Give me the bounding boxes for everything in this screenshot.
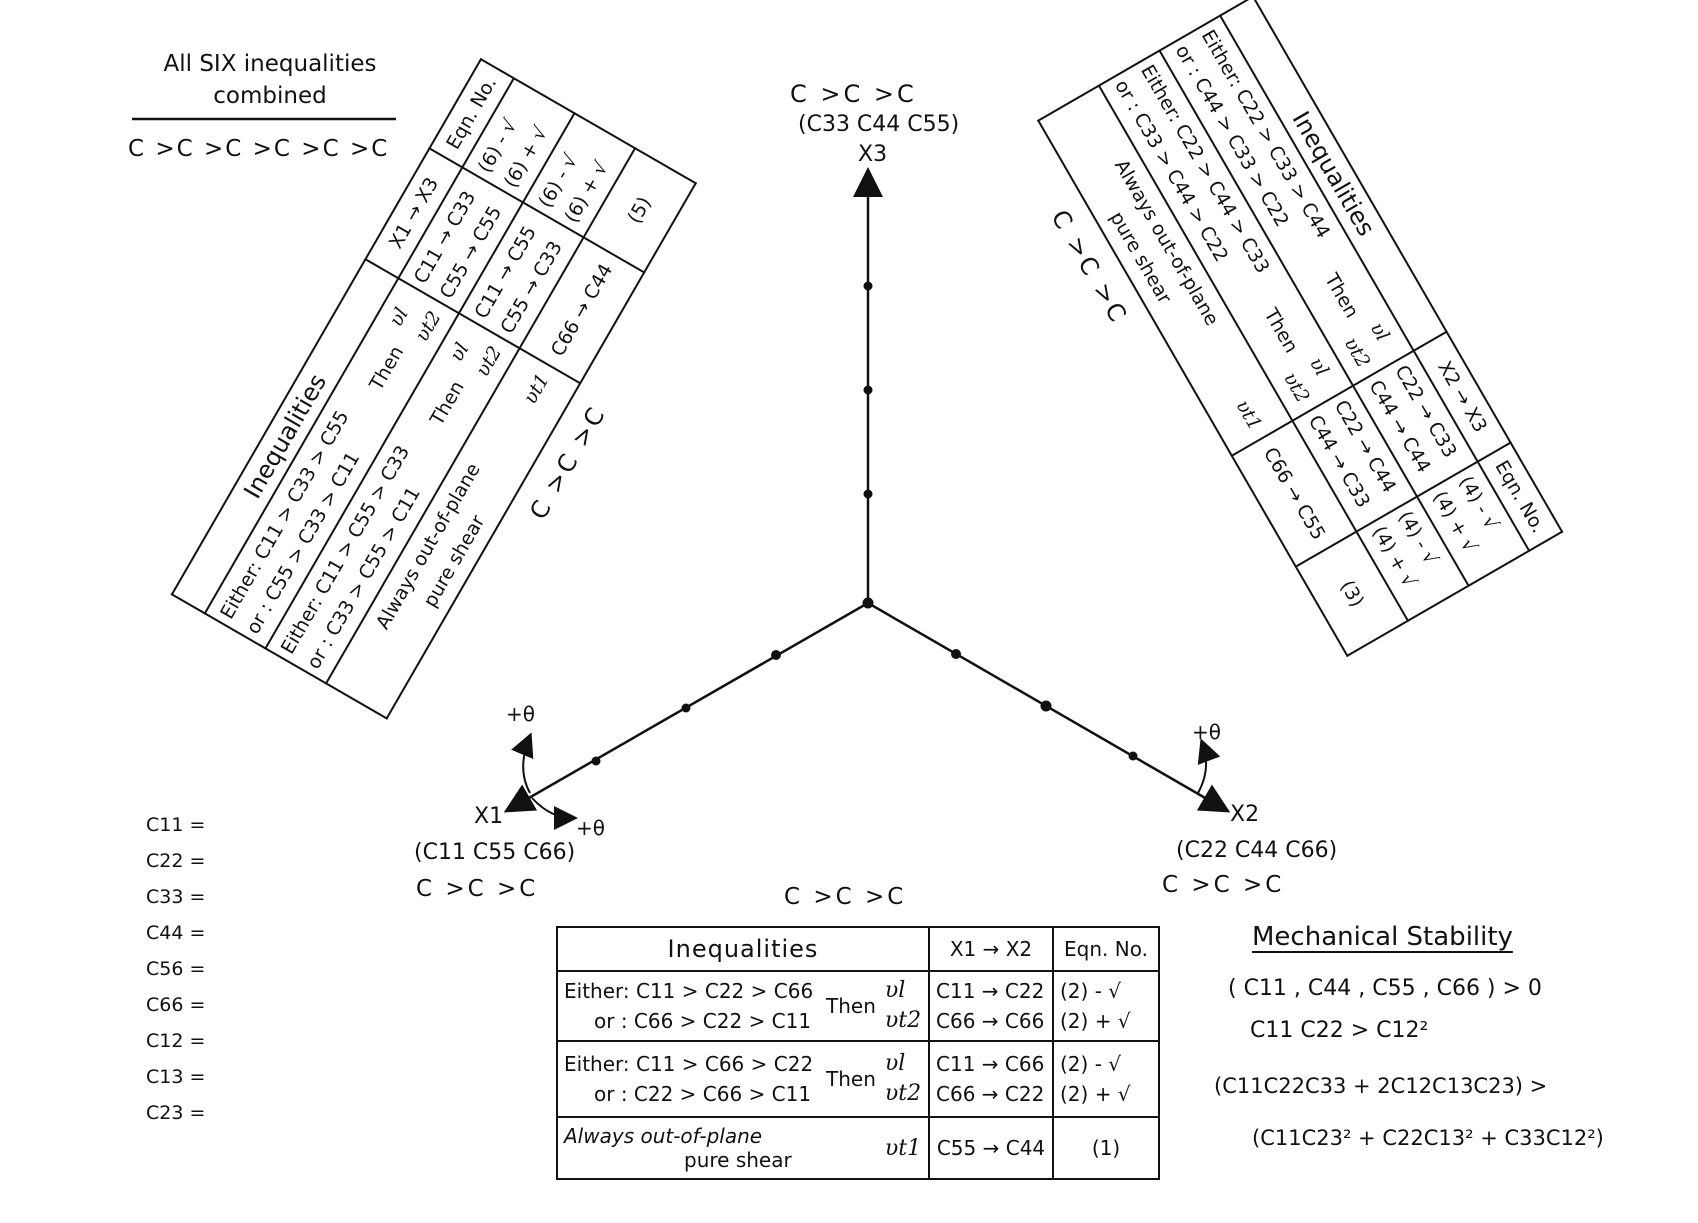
direction-line: C66 → C22 [936,1082,1045,1106]
x1-theta-up-label: +θ [506,702,535,726]
ineq-cell: Either: C11 > C22 > C66 or : C66 > C22 >… [556,970,824,1042]
direction-cell: C55 → C44 [928,1116,1054,1180]
header-direction: X1 → X2 [928,926,1054,972]
eqn-cell: (1) [1052,1116,1160,1180]
x2-tick-dot [1040,700,1052,712]
table-row: Either: C11 > C66 > C22 or : C22 > C66 >… [556,1040,1160,1118]
x3-ordering: C >C >C [790,80,917,108]
coefficient-c33: C33 = [146,886,206,908]
x2-ordering: C >C >C [1162,872,1285,898]
combined-title: All SIX inequalities combined [140,48,400,112]
stability-condition-4: (C11C23² + C22C13² + C33C12²) [1252,1126,1604,1150]
x1-theta-arrow-up [511,732,534,794]
direction-line: C11 → C66 [936,1052,1045,1076]
x3-axis-label: X3 [858,142,888,167]
direction-cell: C11 → C66 C66 → C22 [928,1040,1054,1118]
x1-coefficients: (C11 C55 C66) [414,840,576,865]
stability-condition-3: (C11C22C33 + 2C12C13C23) > [1214,1074,1548,1098]
coefficient-c13: C13 = [146,1066,206,1088]
x2-theta-arrow-up [1197,738,1221,794]
x2-coefficients: (C22 C44 C66) [1176,838,1338,863]
x2-tick-dot [951,649,961,659]
eqn-line: (2) - √ [1060,1052,1122,1076]
combined-title-line2: combined [213,83,327,109]
mode-line: υt2 [884,1008,922,1033]
then-cell: Then [824,1040,879,1118]
coefficient-c22: C22 = [146,850,206,872]
origin-dot [862,597,874,609]
eqn-cell: (2) - √ (2) + √ [1052,970,1160,1042]
stability-condition-1: ( C11 , C44 , C55 , C66 ) > 0 [1228,976,1542,1001]
header-inequalities: Inequalities [556,926,930,972]
coefficient-c66: C66 = [146,994,206,1016]
stability-condition-2: C11 C22 > C12² [1250,1018,1429,1043]
x2-tick-dot [1128,751,1138,761]
direction-cell: C11 → C22 C66 → C66 [928,970,1054,1042]
mode-line: υl [884,1051,906,1076]
modes-cell: υt1 [878,1116,931,1180]
x3-coefficients: (C33 C44 C55) [798,112,960,137]
eqn-cell: (2) - √ (2) + √ [1052,1040,1160,1118]
table-x1-x2: Inequalities X1 → X2 Eqn. No. Either: C1… [556,926,1160,1180]
table-row: Always out-of-plane pure shear υt1 C55 →… [556,1116,1160,1180]
mode-line: υl [884,978,906,1003]
x1-axis-label: X1 [474,804,504,829]
x1-tick-dot [771,650,781,660]
ineq-cell: Always out-of-plane pure shear [556,1116,879,1180]
stability-title: Mechanical Stability [1252,922,1513,952]
combined-inequality: C >C >C >C >C >C [128,136,390,162]
coefficient-list: C11 = C22 = C33 = C44 = C56 = C66 = C12 … [146,814,205,1138]
x3-tick-dot [863,281,873,291]
x2-theta-label: +θ [1192,720,1221,744]
table-header-row: Inequalities X1 → X2 Eqn. No. [556,926,1160,972]
mode-line: υt2 [884,1081,922,1106]
coefficient-c11: C11 = [146,814,206,836]
table-row: Either: C11 > C22 > C66 or : C66 > C22 >… [556,970,1160,1042]
eqn-line: (2) + √ [1060,1082,1131,1106]
modes-cell: υl υt2 [878,970,931,1042]
x3-tick-dot [863,489,873,499]
coefficient-c12: C12 = [146,1030,206,1052]
then-cell: Then [824,970,879,1042]
x1-tick-dot [591,756,601,766]
direction-line: C11 → C22 [936,979,1045,1003]
ineq-line: or : C22 > C66 > C11 [594,1082,812,1106]
coefficient-c44: C44 = [146,922,206,944]
x1-ordering: C >C >C [416,876,539,902]
eqn-line: (2) - √ [1060,979,1122,1003]
x1x2-ordering: C >C >C [784,884,907,910]
x1-theta-arrow-side [531,797,578,830]
combined-title-line1: All SIX inequalities [163,51,377,77]
ineq-line: Always out-of-plane [564,1124,763,1148]
ineq-line: pure shear [684,1148,792,1172]
modes-cell: υl υt2 [878,1040,931,1118]
ineq-cell: Either: C11 > C66 > C22 or : C22 > C66 >… [556,1040,824,1118]
ineq-line: Either: C11 > C22 > C66 [564,979,814,1003]
coefficient-c56: C56 = [146,958,206,980]
ineq-line: or : C66 > C22 > C11 [594,1009,812,1033]
x2-axis-label: X2 [1230,802,1260,827]
x3-tick-dot [863,385,873,395]
eqn-line: (2) + √ [1060,1009,1131,1033]
ineq-line: Either: C11 > C66 > C22 [564,1052,814,1076]
x1-tick-dot [681,703,691,713]
coefficient-c23: C23 = [146,1102,206,1124]
x1-theta-side-label: +θ [576,816,605,840]
header-eqn: Eqn. No. [1052,926,1160,972]
direction-line: C66 → C66 [936,1009,1045,1033]
